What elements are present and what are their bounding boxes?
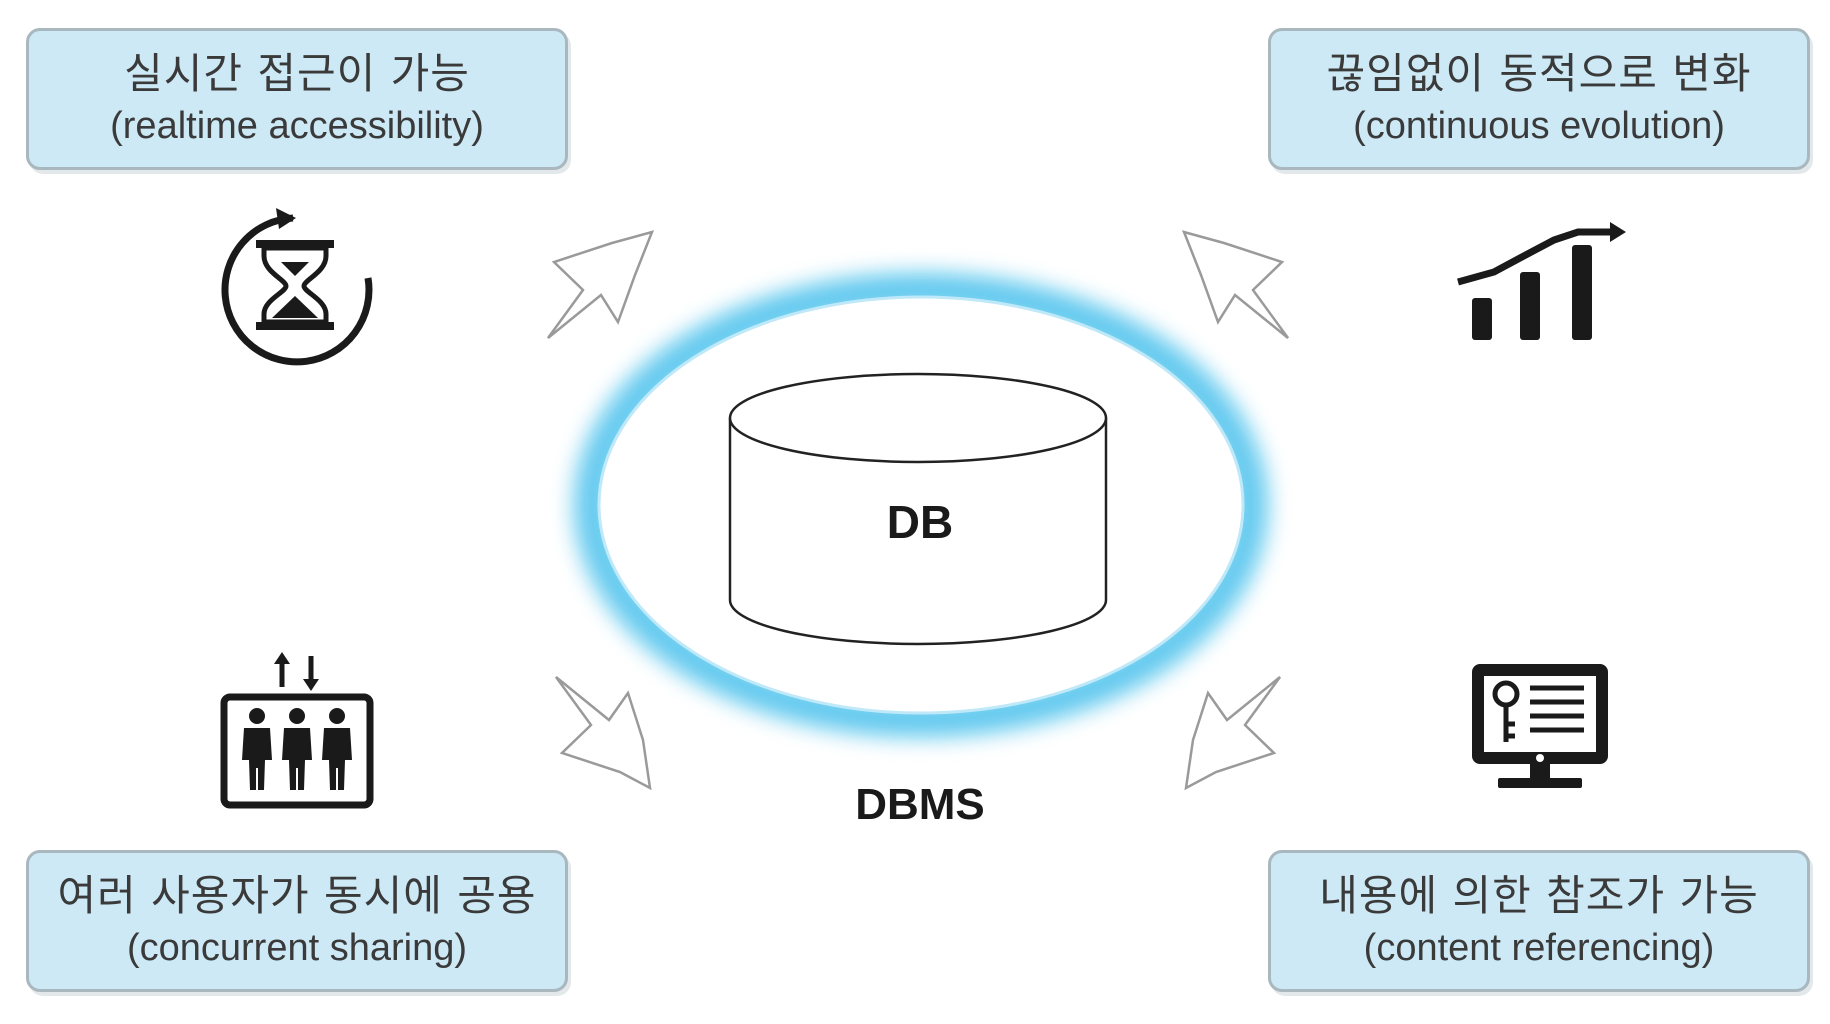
db-cylinder — [728, 372, 1108, 646]
feature-title-en: (realtime accessibility) — [110, 105, 484, 147]
monitor-key-icon — [1472, 664, 1608, 788]
dbms-label: DBMS — [855, 780, 985, 829]
feature-title-en: (concurrent sharing) — [126, 927, 468, 969]
growth-chart-icon — [1457, 222, 1626, 340]
feature-title-ko: 내용에 의한 참조가 가능 — [1319, 871, 1759, 920]
hourglass-refresh-icon — [221, 208, 373, 366]
arrow-bottom-right — [1184, 676, 1282, 791]
arrow-top-left — [546, 230, 655, 339]
arrow-top-right — [1181, 230, 1290, 339]
elevator-people-icon — [220, 652, 374, 809]
feature-box-continuous-evolution: 끊임없이 동적으로 변화 (continuous evolution) — [1268, 28, 1810, 170]
arrow-bottom-left — [554, 676, 652, 791]
feature-title-en: (content referencing) — [1363, 927, 1715, 969]
feature-box-concurrent-sharing: 여러 사용자가 동시에 공용 (concurrent sharing) — [26, 850, 568, 992]
feature-title-en: (continuous evolution) — [1353, 105, 1725, 147]
feature-box-content-referencing: 내용에 의한 참조가 가능 (content referencing) — [1268, 850, 1810, 992]
feature-box-realtime-accessibility: 실시간 접근이 가능 (realtime accessibility) — [26, 28, 568, 170]
db-label: DB — [886, 496, 954, 548]
feature-title-ko: 끊임없이 동적으로 변화 — [1326, 49, 1752, 98]
feature-title-ko: 여러 사용자가 동시에 공용 — [57, 871, 537, 920]
feature-title-ko: 실시간 접근이 가능 — [124, 49, 470, 98]
